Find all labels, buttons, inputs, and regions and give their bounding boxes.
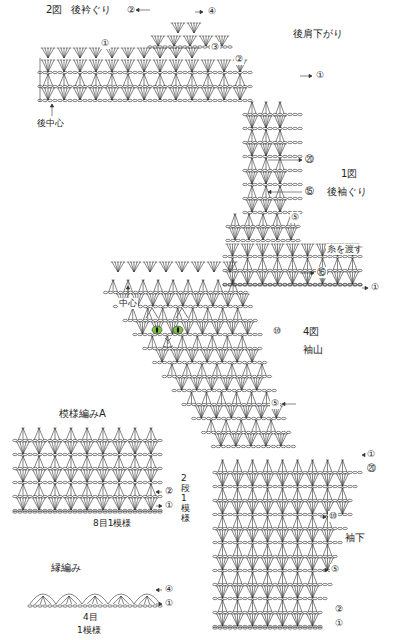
callout-number: ⑯	[316, 267, 327, 278]
callout-number: ①	[100, 38, 110, 49]
chart-label: 8目1模様	[92, 518, 132, 529]
callout-number: ①	[370, 282, 380, 293]
callout-number: ②	[234, 54, 244, 65]
callout-number: ②	[164, 486, 174, 497]
callout-number: ①	[334, 618, 344, 629]
chart-label: 4図	[302, 326, 320, 338]
callout-number: ①	[164, 598, 174, 609]
callout-number: ⑩	[328, 511, 338, 522]
chart-label: 糸を渡す	[326, 244, 364, 255]
chart-label: 縁編み	[50, 562, 82, 574]
callout-number: ⑤	[330, 564, 340, 575]
callout-number: ⑩	[272, 326, 282, 337]
callout-number: ⑮	[304, 186, 315, 197]
callout-number: ⑤	[290, 212, 300, 223]
chart-label: 4目	[82, 612, 99, 623]
chart-label: 袖山	[302, 344, 324, 356]
chart-label: 後袖ぐり	[326, 186, 368, 198]
chart-label: 2段1模様	[180, 474, 191, 523]
callout-number: ④	[207, 6, 217, 17]
callout-number: ①	[164, 500, 174, 511]
callout-number: ②	[126, 5, 136, 16]
callout-number: ⑤	[270, 398, 280, 409]
chart-label: 後衿ぐり	[70, 4, 112, 16]
callout-number: ④	[164, 584, 174, 595]
chart-label: 後中心	[36, 118, 65, 129]
chart-label: 模様編みA	[58, 408, 107, 420]
callout-number: ③	[210, 42, 220, 53]
chart-label: 袖下	[344, 532, 366, 544]
chart-label: 1図	[340, 168, 358, 180]
chart-label: 中心	[118, 298, 138, 309]
cat-illustration	[146, 308, 188, 348]
callout-number: ①	[366, 449, 376, 460]
chart-label: 2図	[45, 4, 63, 16]
callout-number: ⑳	[366, 463, 377, 474]
chart-label: 後肩下がり	[292, 28, 344, 40]
chart-label: 1模様	[76, 625, 102, 636]
callout-number: ⑳	[304, 154, 315, 165]
callout-number: ②	[334, 604, 344, 615]
callout-number: ①	[315, 70, 325, 81]
